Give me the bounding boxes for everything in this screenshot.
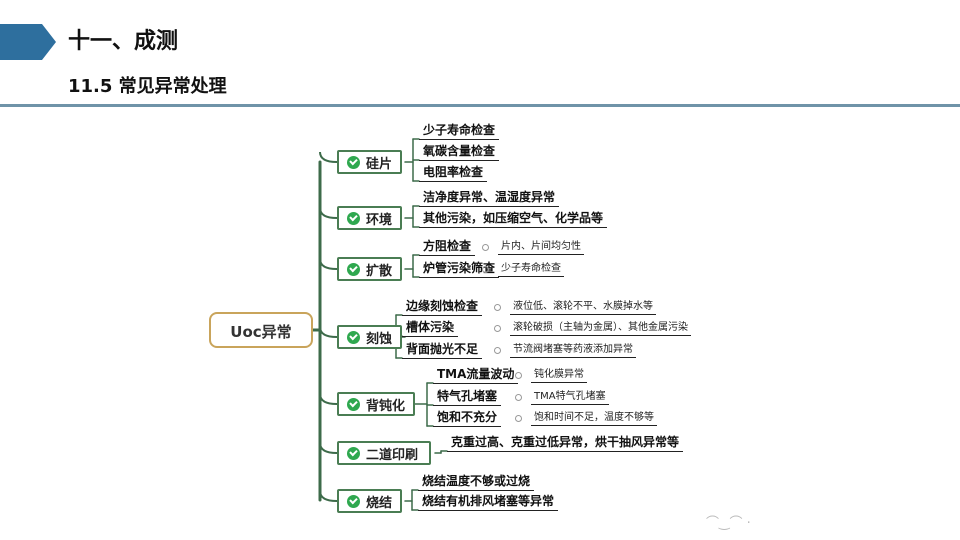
check-circle-icon	[347, 397, 360, 411]
branch-5: 背钝化	[337, 392, 416, 416]
branch-7: 烧结	[337, 489, 403, 513]
branch-6: 二道印刷	[337, 441, 431, 465]
separator-dot-icon	[515, 372, 522, 379]
check-circle-icon	[347, 446, 360, 460]
separator-dot-icon	[515, 415, 522, 422]
separator-dot-icon	[494, 325, 501, 332]
leaf-item: 烧结有机排风堵塞等异常	[418, 494, 559, 511]
branch-label: 刻蚀	[366, 331, 393, 347]
branch-label: 硅片	[366, 156, 393, 172]
check-circle-icon	[347, 262, 360, 276]
check-circle-icon	[347, 155, 360, 169]
leaf-note: 液位低、滚轮不平、水膜掉水等	[510, 300, 656, 315]
branch-label: 二道印刷	[366, 447, 419, 463]
connector-curve	[319, 442, 338, 454]
leaf-item: 边缘刻蚀检查	[402, 299, 483, 316]
leaf-item: 洁净度异常、温湿度异常	[419, 190, 560, 207]
check-circle-icon	[347, 494, 360, 508]
branch-2: 环境	[337, 206, 403, 230]
connector-curve	[319, 258, 338, 270]
leaf-item: TMA流量波动	[433, 367, 519, 384]
leaf-item: 克重过高、克重过低异常，烘干抽风异常等	[447, 435, 684, 452]
leaf-item: 电阻率检查	[419, 165, 488, 182]
header-divider	[0, 104, 960, 107]
separator-dot-icon	[515, 394, 522, 401]
connector-curve	[319, 326, 338, 338]
check-circle-icon	[347, 211, 360, 225]
page-title: 十一、成测	[68, 29, 179, 54]
branch-3: 扩散	[337, 257, 403, 281]
branch-4: 刻蚀	[337, 325, 403, 349]
branch-1: 硅片	[337, 150, 403, 174]
connector-curve	[319, 490, 338, 502]
leaf-item: 方阻检查	[419, 239, 476, 256]
leaf-item: 少子寿命检查	[419, 123, 500, 140]
mindmap-root: Uoc异常	[209, 312, 313, 348]
leaf-item: 烧结温度不够或过烧	[418, 474, 535, 491]
connector-curve	[319, 207, 338, 219]
separator-dot-icon	[482, 244, 489, 251]
branch-label: 扩散	[366, 263, 393, 279]
watermark-logo: ⌒‿⌒ ·	[706, 516, 751, 531]
leaf-item: 氧碳含量检查	[419, 144, 500, 161]
leaf-item: 特气孔堵塞	[433, 389, 502, 406]
leaf-item: 饱和不充分	[433, 410, 502, 427]
leaf-item: 炉管污染筛查	[419, 261, 500, 278]
separator-dot-icon	[494, 347, 501, 354]
separator-dot-icon	[494, 304, 501, 311]
separator-dot-icon	[482, 266, 489, 273]
leaf-item: 槽体污染	[402, 320, 459, 337]
page-subtitle: 11.5 常见异常处理	[68, 76, 227, 97]
leaf-item: 背面抛光不足	[402, 342, 483, 359]
leaf-item: 其他污染，如压缩空气、化学品等	[419, 211, 608, 228]
leaf-note: 节流阀堵塞等药液添加异常	[510, 343, 636, 358]
branch-label: 背钝化	[366, 398, 406, 414]
connector-curve	[319, 151, 338, 163]
branch-label: 环境	[366, 212, 393, 228]
leaf-note: 少子寿命检查	[498, 262, 564, 277]
leaf-note: TMA特气孔堵塞	[531, 390, 609, 405]
connector-curve	[319, 393, 338, 405]
leaf-note: 片内、片间均匀性	[498, 240, 584, 255]
branch-label: 烧结	[366, 495, 393, 511]
check-circle-icon	[347, 330, 360, 344]
leaf-note: 钝化膜异常	[531, 368, 587, 383]
leaf-note: 滚轮破损（主轴为金属）、其他金属污染	[510, 321, 691, 336]
leaf-note: 饱和时间不足，温度不够等	[531, 411, 657, 426]
